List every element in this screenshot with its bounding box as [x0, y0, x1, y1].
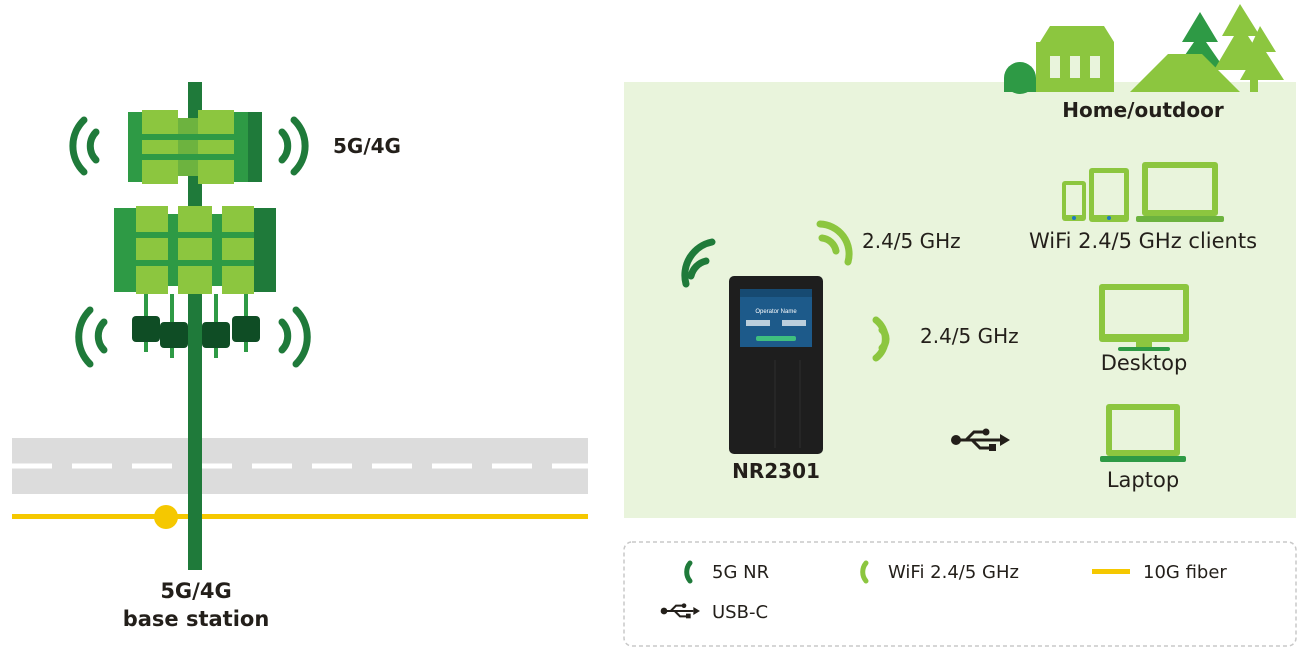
clients-frequency: 2.4/5 GHz: [862, 229, 961, 253]
device-5g-signal-icon: [681, 238, 716, 288]
desktop-frequency: 2.4/5 GHz: [920, 324, 1019, 348]
legend-wifi-icon: [860, 560, 869, 584]
legend-wifi-label: WiFi 2.4/5 GHz: [888, 562, 1019, 583]
wifi-clients-icon: [1062, 162, 1224, 222]
base-station-label-line2: base station: [123, 607, 270, 631]
legend-usb-label: USB-C: [712, 602, 768, 623]
desktop-icon: [1099, 284, 1189, 351]
device-name: NR2301: [732, 459, 820, 483]
house-icon: [1004, 4, 1284, 94]
legend-usb-icon: [660, 603, 700, 619]
wifi-signal-icon-desktop: [872, 316, 890, 362]
road: [12, 438, 588, 494]
fiber-line: [12, 505, 588, 529]
desktop-label: Desktop: [1101, 351, 1188, 375]
wifi-signal-icon-clients: [816, 220, 853, 266]
antenna-panel-middle: [114, 206, 276, 294]
home-panel: [624, 82, 1296, 518]
legend-box: [623, 541, 1297, 647]
antenna-panel-top: [128, 110, 262, 184]
device-screen-title: Operator Name: [755, 309, 797, 315]
antenna-label: 5G/4G: [333, 134, 401, 158]
base-station-tower: [69, 82, 311, 570]
nr2301-device: [729, 276, 823, 454]
legend-5g-nr-icon: [684, 560, 693, 584]
home-title: Home/outdoor: [1062, 98, 1224, 122]
legend-fiber-icon: [1092, 569, 1130, 574]
laptop-icon: [1100, 404, 1186, 462]
clients-label: WiFi 2.4/5 GHz clients: [1029, 229, 1257, 253]
laptop-label: Laptop: [1107, 468, 1179, 492]
5g-signal-icon: [69, 116, 311, 368]
legend-5g-nr-label: 5G NR: [712, 562, 769, 583]
radio-units: [132, 294, 260, 358]
legend-fiber-label: 10G fiber: [1143, 562, 1227, 583]
base-station-label-line1: 5G/4G: [160, 579, 231, 603]
